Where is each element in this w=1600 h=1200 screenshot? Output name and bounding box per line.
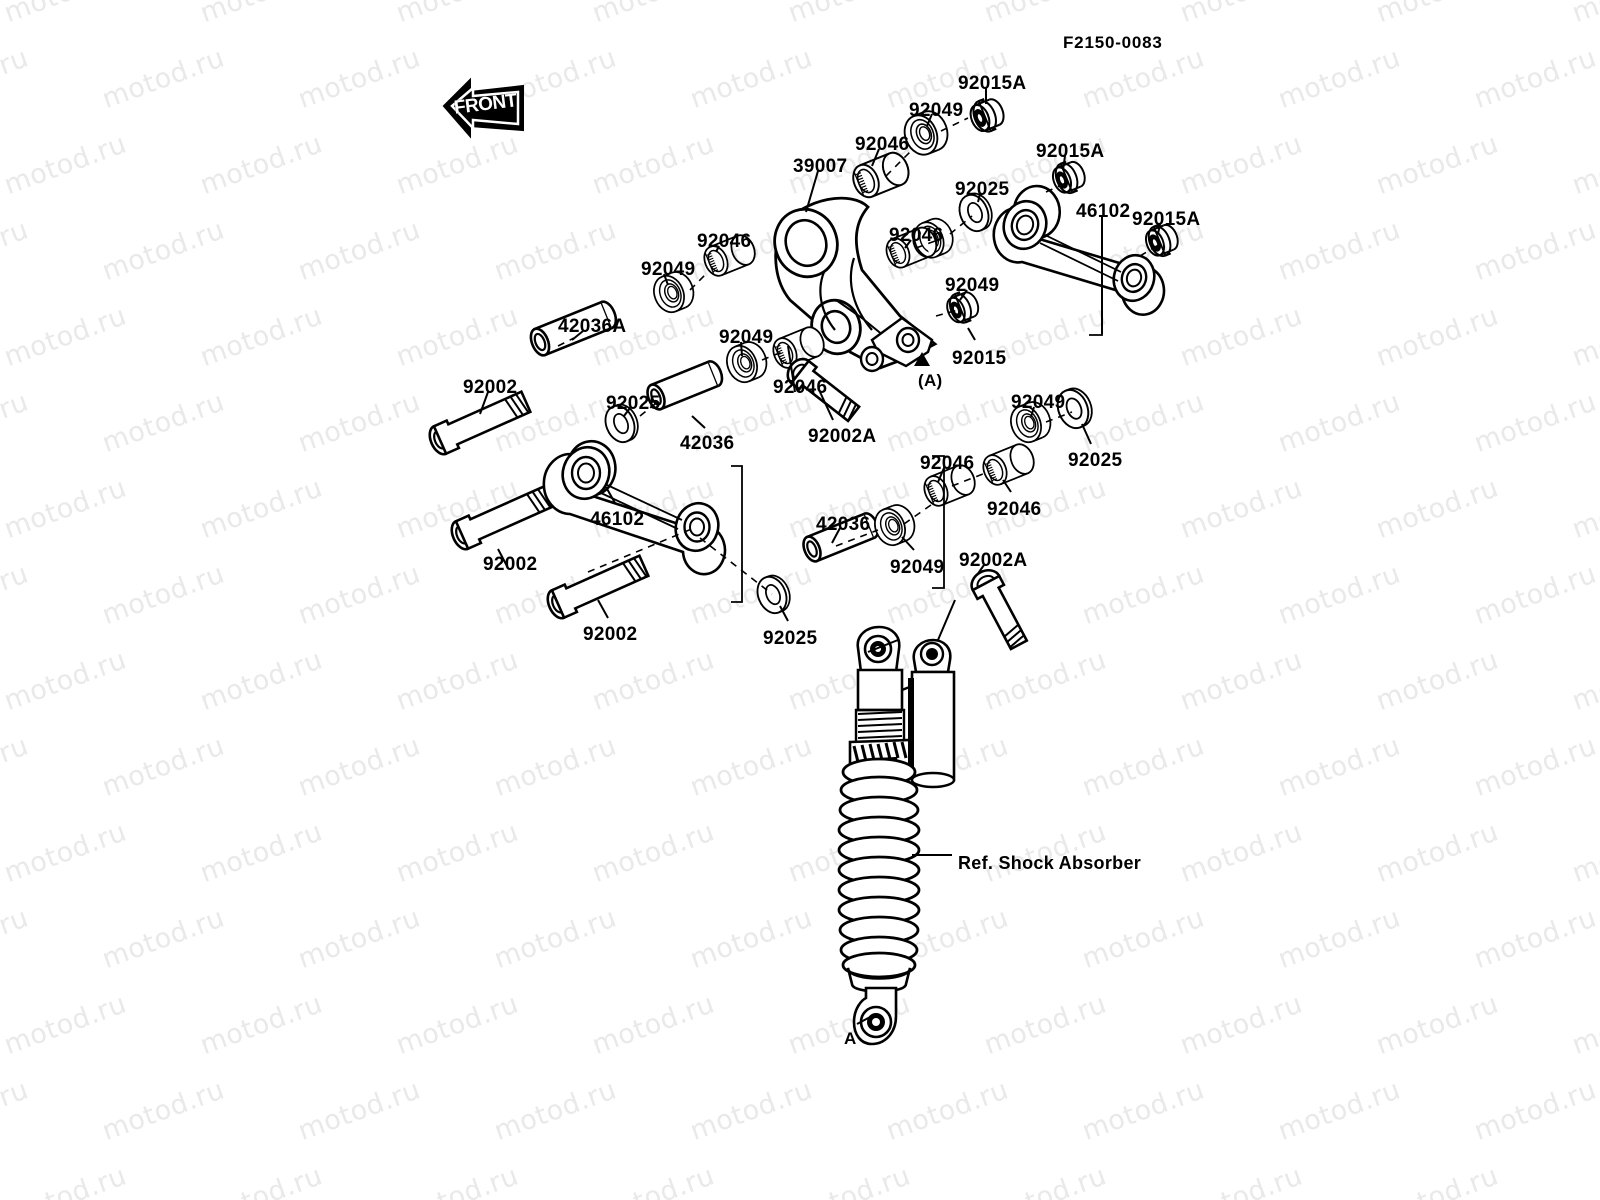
front-orientation-badge: FRONT — [428, 78, 526, 136]
drawing-number: F2150-0083 — [1063, 33, 1163, 52]
part-number-callout: 42036 — [680, 433, 735, 454]
group-brackets — [731, 216, 1103, 603]
part-92002A-flange-bolt — [970, 568, 1029, 651]
part-92015A-nut — [1047, 155, 1091, 199]
part-number-callout: 92002 — [583, 624, 638, 645]
part-number-callout: 92046 — [987, 499, 1042, 520]
part-number-callout: 46102 — [1076, 201, 1131, 222]
part-number-callout: 92049 — [909, 100, 964, 121]
part-42036-collar — [646, 360, 724, 411]
part-42036-collar — [802, 512, 880, 563]
reference-marker: (A) — [918, 371, 943, 390]
part-92049-oil-seal — [868, 499, 921, 551]
part-46102-tie-rod — [992, 184, 1166, 316]
part-number-callout: 92025 — [606, 393, 661, 414]
part-92015A-nut — [965, 93, 1010, 138]
reference-label: Ref. Shock Absorber — [958, 853, 1142, 873]
part-number-callout: 92025 — [1068, 450, 1123, 471]
part-number-callout: 92015A — [1132, 209, 1201, 230]
part-number-callout: 92015 — [952, 348, 1007, 369]
part-number-callout: 92049 — [1011, 392, 1066, 413]
part-number-callout: 42036A — [558, 316, 627, 337]
part-number-callout: 92046 — [855, 134, 910, 155]
part-number-callout: 92046 — [889, 225, 944, 246]
part-number-callout: 92015A — [1036, 141, 1105, 162]
part-number-callout: 92002A — [959, 550, 1028, 571]
part-92046-needle-bearing — [978, 439, 1039, 490]
part-number-callout: 92046 — [697, 231, 752, 252]
part-92002-bolt — [428, 390, 533, 456]
part-number-callout: 92049 — [641, 259, 696, 280]
part-number-callout: 92002 — [463, 377, 518, 398]
part-number-callout: 92049 — [719, 327, 774, 348]
part-92002-bolt — [450, 485, 555, 551]
part-number-callout: 92049 — [890, 557, 945, 578]
part-number-callout: 92046 — [773, 377, 828, 398]
part-number-callout: 92002 — [483, 554, 538, 575]
part-42036A-collar — [529, 300, 618, 357]
part-92046-needle-bearing — [847, 147, 915, 203]
part-39007-rocker-arm — [773, 196, 938, 373]
part-number-callout: 46102 — [590, 509, 645, 530]
part-number-callout: 92002A — [808, 426, 877, 447]
alignment-lines — [557, 117, 1161, 595]
part-number-callout: 39007 — [793, 156, 848, 177]
part-92002-bolt — [546, 554, 651, 620]
part-number-callout: 42036 — [816, 514, 871, 535]
part-92025-washer — [751, 570, 796, 619]
front-arrow-badge — [442, 77, 524, 139]
front-badge-label: FRONT — [452, 90, 518, 119]
part-number-callout: 92025 — [955, 179, 1010, 200]
part-number-callout: 92025 — [763, 628, 818, 649]
ref-shock-absorber — [837, 625, 956, 1046]
part-number-callout: 92046 — [920, 453, 975, 474]
part-number-callout: 92015A — [958, 73, 1027, 94]
part-number-callout: 92049 — [945, 275, 1000, 296]
part-46102-tie-rod — [542, 440, 727, 576]
reference-marker: A — [844, 1029, 857, 1048]
